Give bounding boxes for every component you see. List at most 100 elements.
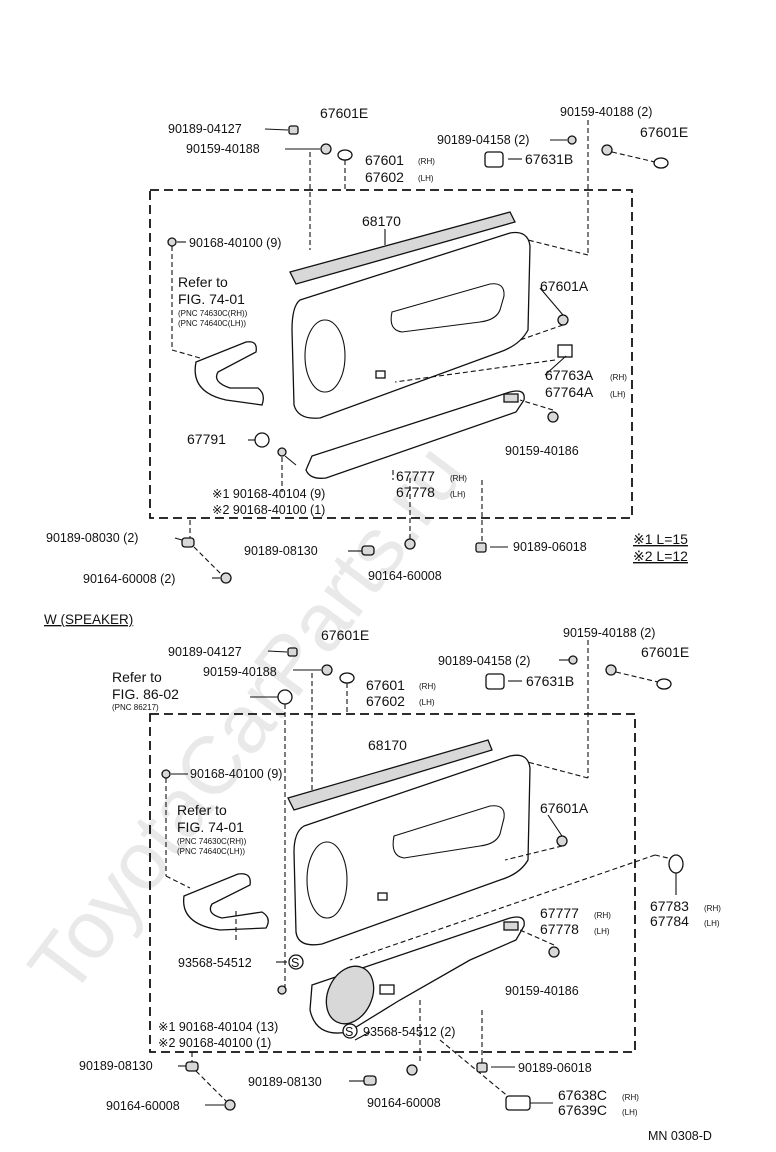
bracket-67763a [557,344,573,358]
label-67778-lh: (LH) [450,490,466,499]
label-90189-08130-a: 90189-08130 [79,1059,153,1073]
label-90189-06018: 90189-06018 [513,540,587,554]
label-67601-b: 67601 [366,677,405,693]
bottom-labels: 90189-04127 67601E 90159-40188 90159-401… [79,626,721,1118]
label-67601e-right-b: 67601E [641,644,689,660]
screw-90159-40186-b [548,946,560,958]
screw-90164-60008-b [406,1064,418,1076]
clip-90189-06018-b [476,1062,488,1073]
label-star2-90168-40100: ※2 90168-40100 (1) [212,503,325,517]
inside-handle-bezel-b [183,873,269,931]
screw-67601a-b [556,835,568,847]
label-67602-lh: (LH) [418,174,434,183]
label-67601: 67601 [365,152,404,168]
bottom-assembly: S S [149,640,684,1111]
label-67638c: 67638C [558,1087,607,1103]
clip-90168-40100-b [161,769,171,779]
label-pnc-86217: (PNC 86217) [112,703,159,712]
inside-handle-bezel [194,341,264,406]
clip-90189-08030 [181,537,195,548]
label-67778: 67778 [396,484,435,500]
note-l12: ※2 L=12 [633,548,688,564]
screw-90159-40188-right-b [605,664,617,676]
label-pnc-74640c: (PNC 74640C(LH)) [178,319,246,328]
label-fig-74-01-b: FIG. 74-01 [177,819,244,835]
label-67784-lh: (LH) [704,919,720,928]
label-90159-40186: 90159-40186 [505,444,579,458]
label-90159-40188: 90159-40188 [186,142,260,156]
label-90189-06018-b: 90189-06018 [518,1061,592,1075]
panel-clip-hole [375,370,386,379]
clip-90189-06018 [475,542,487,553]
label-67601a-b: 67601A [540,800,589,816]
label-67777: 67777 [396,468,435,484]
label-star1-90168-40104: ※1 90168-40104 (9) [212,487,325,501]
weatherstrip-68170 [289,211,516,285]
door-trim-board [291,231,531,419]
label-90189-08030-2: 90189-08030 (2) [46,531,138,545]
label-fig-74-01: FIG. 74-01 [178,291,245,307]
label-67778-lh-b: (LH) [594,927,610,936]
label-67602-b: 67602 [366,693,405,709]
label-90164-60008: 90164-60008 [368,569,442,583]
clip-90189-08130 [361,545,375,556]
cap-67601e-left [337,149,353,161]
label-67602: 67602 [365,169,404,185]
label-67601-rh-b: (RH) [419,682,436,691]
clip-67631b-b [485,673,505,690]
top-assembly-frame [149,189,633,519]
screw-90159-40188-right [601,144,613,156]
speaker-grille [325,965,375,1025]
label-star1-90168-40104-b: ※1 90168-40104 (13) [158,1020,278,1034]
clip-90168-40100-top [167,237,177,247]
label-67763a: 67763A [545,367,594,383]
screw-symbol-s-b [342,1023,358,1039]
speaker-grille-cap [277,689,293,705]
clip-90189-04127-b [287,647,298,657]
label-67601e-left-b: 67601E [321,627,369,643]
label-67778-b: 67778 [540,921,579,937]
screw-90164-60008-2 [220,572,232,584]
screw-67601a [557,314,569,326]
screw-90159-40186 [547,411,559,423]
label-67638c-rh: (RH) [622,1093,639,1102]
label-star2-90168-40100-b: ※2 90168-40100 (1) [158,1036,271,1050]
label-90164-60008-a: 90164-60008 [106,1099,180,1113]
label-90168-40100-9-b: 90168-40100 (9) [190,767,282,781]
weatherstrip-68170-b [287,739,493,811]
label-90159-40188-b: 90159-40188 [203,665,277,679]
label-68170-b: 68170 [368,737,407,753]
label-90164-60008-2: 90164-60008 (2) [83,572,175,586]
label-67601e-left: 67601E [320,105,368,121]
clip-90168-40104 [277,447,287,457]
label-67784: 67784 [650,913,689,929]
label-pnc-74640c-b: (PNC 74640C(LH)) [177,847,245,856]
screw-90164-60008 [404,538,416,550]
label-67601e-right: 67601E [640,124,688,140]
door-trim-board-b [293,754,531,946]
length-notes: ※1 L=15 ※2 L=12 [633,531,688,564]
label-90159-40188-2-b: 90159-40188 (2) [563,626,655,640]
clip-67631b [484,151,504,168]
screw-90164-60008-a [224,1099,236,1111]
label-90189-04158-2: 90189-04158 (2) [437,133,529,147]
screw-90159-40188-b [321,664,333,676]
label-90168-40100-9: 90168-40100 (9) [189,236,281,250]
section-title-speaker: W (SPEAKER) [44,612,133,627]
cover-67638c [505,1095,531,1111]
cap-67601e-right-b [656,678,672,690]
label-90189-04127-b: 90189-04127 [168,645,242,659]
label-67783-rh: (RH) [704,904,721,913]
label-90189-04127: 90189-04127 [168,122,242,136]
label-93568-54512-a: 93568-54512 [178,956,252,970]
clip-90189-04158-b [568,655,578,665]
label-67602-lh-b: (LH) [419,698,435,707]
note-l15: ※1 L=15 [633,531,688,547]
label-67639c-lh: (LH) [622,1108,638,1117]
label-67601-rh: (RH) [418,157,435,166]
label-90159-40188-2: 90159-40188 (2) [560,105,652,119]
label-90189-04158-2-b: 90189-04158 (2) [438,654,530,668]
bottom-assembly-frame [149,713,636,1053]
clip-90168-40104-b [277,985,287,995]
